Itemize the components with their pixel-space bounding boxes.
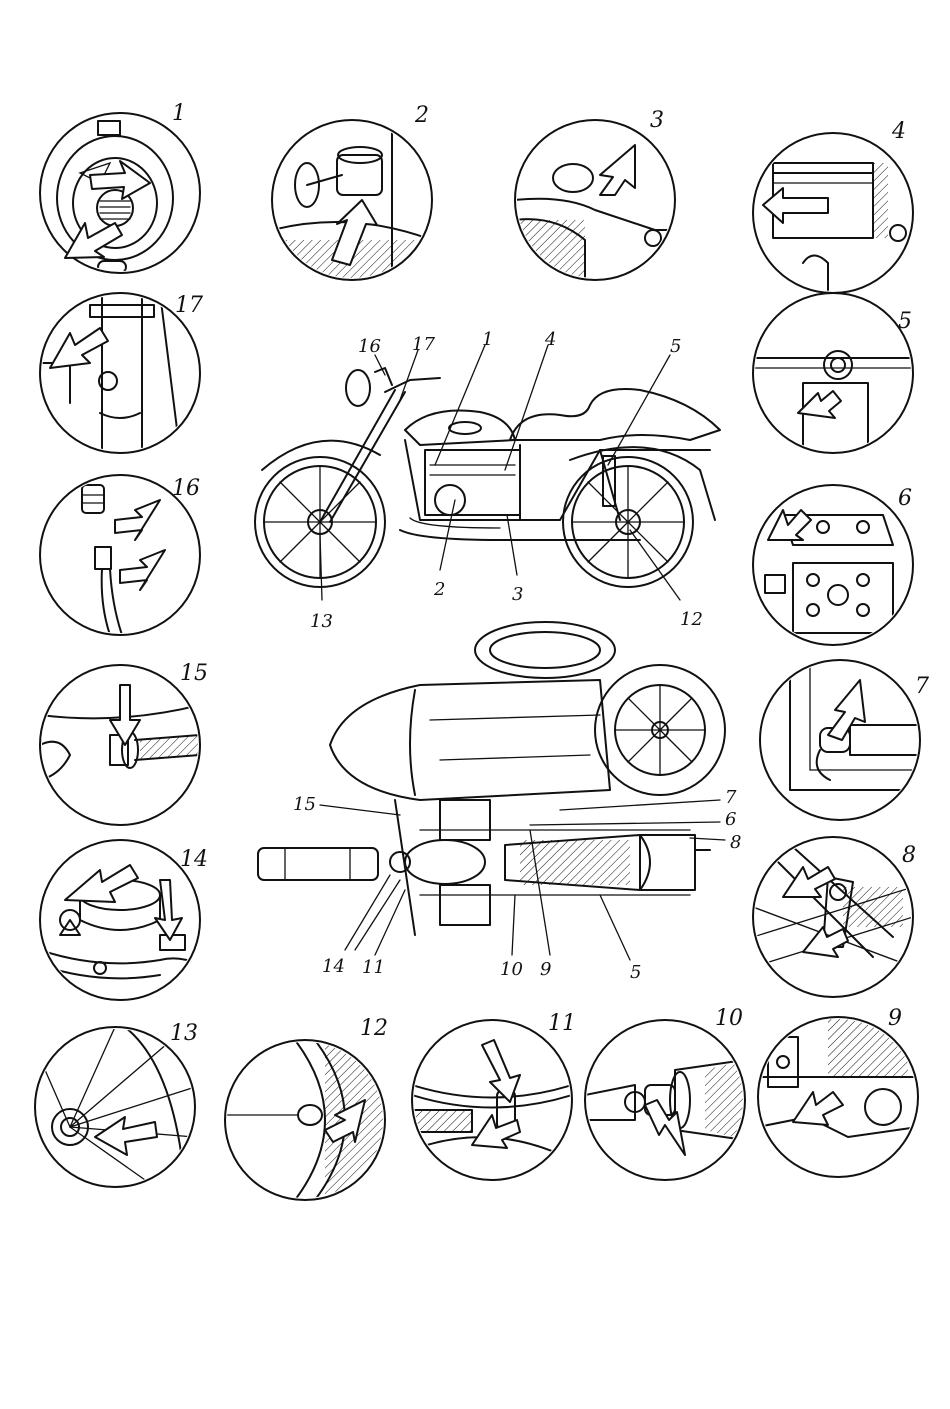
side-label-13: 13 xyxy=(310,611,333,632)
callout-label-9: 9 xyxy=(888,1006,902,1031)
callout-label-10: 10 xyxy=(715,1006,743,1031)
detail-circle-15 xyxy=(40,665,200,825)
detail-circle-8 xyxy=(753,837,913,997)
top-label-14: 14 xyxy=(322,956,345,977)
detail-circle-5 xyxy=(753,293,913,453)
callout-label-7: 7 xyxy=(915,674,929,699)
top-label-8: 8 xyxy=(730,832,741,853)
detail-circle-14 xyxy=(40,840,200,1000)
side-label-4: 4 xyxy=(544,329,556,350)
side-label-12: 12 xyxy=(680,609,703,630)
detail-circle-3 xyxy=(515,120,675,280)
detail-circle-4 xyxy=(753,133,913,293)
callout-label-13: 13 xyxy=(170,1021,198,1046)
side-label-16: 16 xyxy=(358,336,381,357)
motorcycle-side-view xyxy=(255,368,720,587)
detail-circle-11 xyxy=(412,1020,572,1180)
callout-label-2: 2 xyxy=(414,103,429,128)
top-label-11: 11 xyxy=(362,957,385,978)
side-label-3: 3 xyxy=(512,584,523,605)
side-label-17: 17 xyxy=(412,334,435,355)
callout-label-8: 8 xyxy=(902,843,916,868)
callout-label-3: 3 xyxy=(650,108,664,133)
detail-circle-2 xyxy=(272,120,432,280)
detail-circle-10 xyxy=(585,1020,745,1180)
callout-label-4: 4 xyxy=(891,119,906,144)
top-label-6: 6 xyxy=(725,809,736,830)
callout-label-17: 17 xyxy=(175,293,203,318)
top-view-numbers: 15 7 6 8 14 11 10 9 5 xyxy=(293,787,741,983)
top-label-7: 7 xyxy=(725,787,737,808)
callout-label-1: 1 xyxy=(172,101,186,126)
top-label-10: 10 xyxy=(500,959,523,980)
detail-circle-6 xyxy=(753,485,913,645)
detail-circle-9 xyxy=(758,1017,918,1177)
callout-label-15: 15 xyxy=(180,661,208,686)
callout-label-16: 16 xyxy=(172,476,200,501)
side-label-1: 1 xyxy=(482,329,493,350)
top-label-9: 9 xyxy=(540,959,551,980)
top-label-5: 5 xyxy=(630,962,641,983)
top-label-15: 15 xyxy=(293,794,316,815)
callout-label-5: 5 xyxy=(898,309,912,334)
callout-label-11: 11 xyxy=(548,1011,576,1036)
callout-label-6: 6 xyxy=(898,486,912,511)
detail-circle-12 xyxy=(225,1040,385,1200)
motorcycle-top-view xyxy=(258,622,725,935)
callout-label-14: 14 xyxy=(180,847,208,872)
detail-circle-1 xyxy=(40,113,200,273)
callout-label-12: 12 xyxy=(360,1016,388,1041)
detail-circle-13 xyxy=(35,1027,195,1187)
side-label-2: 2 xyxy=(433,579,445,600)
detail-circle-7 xyxy=(760,660,920,820)
side-label-5: 5 xyxy=(670,336,681,357)
